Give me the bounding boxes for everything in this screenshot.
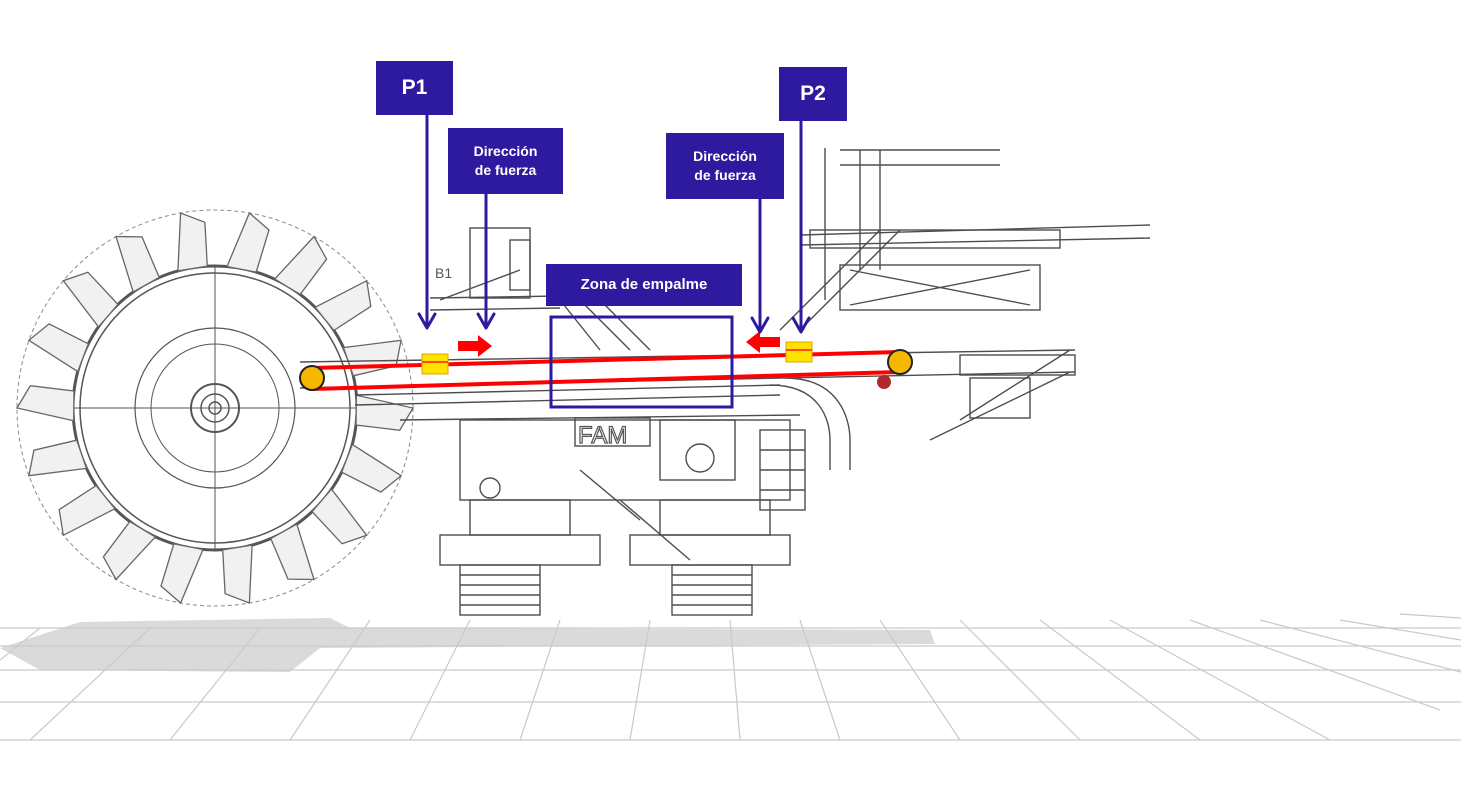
bucket-tooth — [27, 323, 90, 373]
splice-zone-frame — [549, 315, 734, 409]
bucket-tooth — [115, 235, 161, 293]
bucket-tooth — [222, 544, 253, 604]
splice-zone-label: Zona de empalme — [546, 264, 742, 306]
force-direction-left-label: Dirección de fuerza — [448, 128, 563, 194]
sensor-p1-marker — [421, 353, 449, 375]
bucket-tooth — [340, 443, 403, 493]
force-arrow-left — [746, 331, 780, 353]
sensor-p1-label: P1 — [376, 61, 453, 115]
floor-grid — [0, 613, 1461, 741]
head-pulley — [299, 365, 325, 391]
force-direction-right-label: Dirección de fuerza — [666, 133, 784, 199]
bucket-tooth — [342, 339, 402, 377]
drive-marker — [877, 375, 891, 389]
bucket-tooth — [28, 439, 88, 477]
bucket-tooth — [160, 543, 204, 605]
sensor-p2-label: P2 — [779, 67, 847, 121]
bucket-tooth — [102, 520, 157, 581]
brand-logo-text: FAM — [578, 422, 627, 449]
section-mark-text: B1 — [435, 265, 452, 281]
bucket-tooth — [269, 523, 315, 581]
callout-arrows — [417, 113, 811, 334]
bucket-tooth — [177, 212, 208, 272]
bucket-tooth — [62, 271, 119, 328]
force-arrow-right — [458, 335, 492, 357]
tail-pulley — [887, 349, 913, 375]
bucket-tooth — [355, 394, 415, 431]
bucket-tooth — [58, 484, 116, 537]
bucket-tooth — [226, 211, 270, 273]
undercarriage — [439, 417, 791, 616]
bucket-wheel — [16, 209, 414, 607]
bucket-tooth — [15, 385, 75, 422]
sensor-p2-marker — [785, 341, 813, 363]
bucket-tooth — [273, 235, 328, 296]
ground-shadow — [0, 618, 935, 672]
bucket-tooth — [311, 488, 368, 545]
bucket-tooth — [314, 279, 372, 332]
